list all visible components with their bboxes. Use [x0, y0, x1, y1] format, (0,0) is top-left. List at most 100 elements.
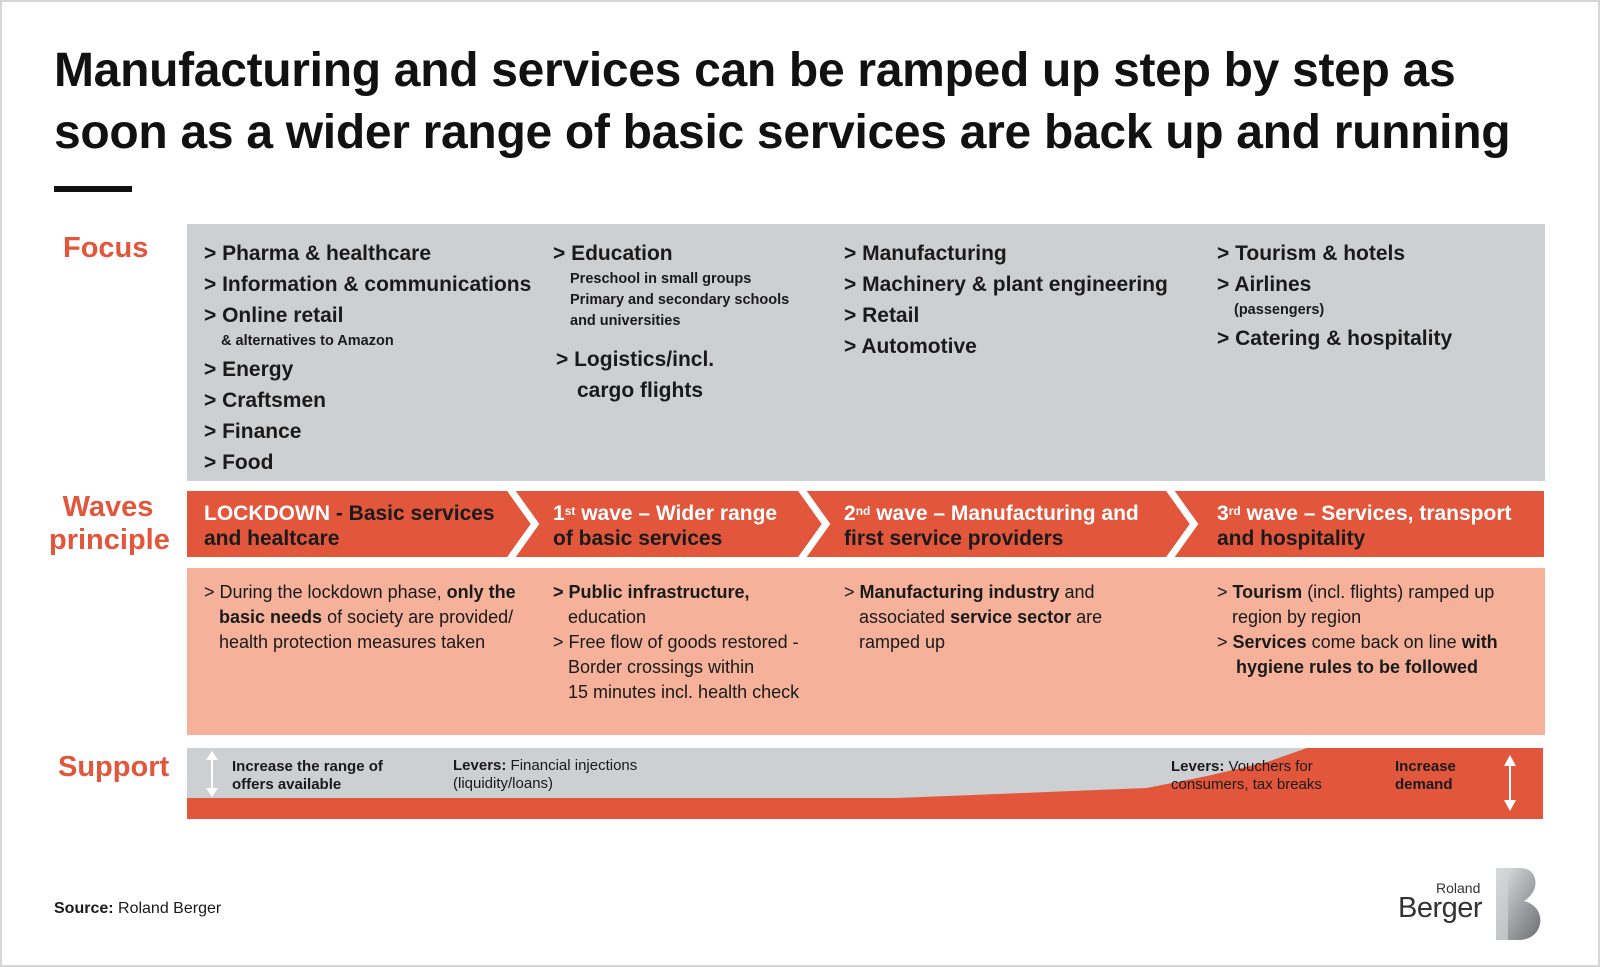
focus-item: > Online retail: [204, 304, 344, 327]
wave-3-num: 3: [1217, 502, 1229, 525]
desc-emphasis: service sector: [950, 607, 1072, 627]
desc-text: >: [1217, 632, 1233, 652]
focus-item: > Energy: [204, 358, 294, 381]
levers-financial: Levers: Financial injections (liquidity/…: [453, 757, 637, 793]
focus-item: > Airlines: [1217, 273, 1312, 296]
source-text: Roland Berger: [113, 900, 222, 917]
increase-range-text: Increase the range of offers available: [232, 758, 383, 794]
levers-text: (liquidity/loans): [453, 775, 554, 792]
wave-chevron-separators: [507, 491, 1199, 557]
focus-item: > Food: [204, 451, 274, 474]
focus-item-sub: (passengers): [1234, 302, 1325, 318]
focus-item-sub: Preschool in small groups: [570, 271, 752, 287]
wave-lockdown-head: LOCKDOWN: [204, 502, 330, 525]
increase-range-line1: Increase the range of: [232, 758, 383, 775]
wave-lockdown-line2: and healtcare: [204, 527, 340, 550]
levers-demand: Levers: Vouchers for consumers, tax brea…: [1171, 758, 1322, 794]
description-wave-3: > Tourism (incl. flights) ramped up regi…: [1217, 580, 1498, 680]
desc-text: > Free flow of goods restored -: [553, 632, 799, 652]
desc-text: > During the lockdown phase,: [204, 582, 447, 602]
logo-text-berger: Berger: [1398, 892, 1483, 924]
wave-3: 3rd wave – Services, transport and hospi…: [1217, 501, 1512, 551]
wave-2-line1: wave – Manufacturing and: [870, 502, 1139, 525]
source-note: Source: Roland Berger: [54, 900, 221, 918]
demand-double-arrow-icon: [1504, 755, 1516, 811]
increase-demand-line1: Increase: [1395, 758, 1456, 775]
focus-column-1: > Pharma & healthcare > Information & co…: [204, 238, 531, 478]
wave-1-num: 1: [553, 502, 565, 525]
support-label: Support: [58, 751, 170, 783]
focus-column-2: > Education Preschool in small groups Pr…: [553, 238, 789, 406]
desc-text: associated: [859, 607, 951, 627]
description-lockdown: > During the lockdown phase, only the ba…: [204, 580, 516, 655]
focus-column-3: > Manufacturing > Machinery & plant engi…: [844, 238, 1168, 362]
desc-text: health protection measures taken: [219, 632, 486, 652]
wave-1-line2: of basic services: [553, 527, 723, 550]
wave-lockdown-sep: -: [329, 502, 349, 525]
focus-item: > Education: [553, 242, 673, 265]
title-underline: [54, 186, 132, 192]
desc-text: >: [1217, 582, 1233, 602]
desc-text: come back on line: [1306, 632, 1462, 652]
waves-label: Waves: [62, 491, 154, 524]
waves-label-line1: Waves: [62, 491, 154, 523]
desc-emphasis: basic needs: [219, 607, 323, 627]
wave-1: 1st wave – Wider range of basic services: [553, 501, 777, 551]
focus-label: Focus: [63, 232, 149, 264]
wave-3-sup: rd: [1228, 504, 1241, 518]
focus-item: > Tourism & hotels: [1217, 242, 1406, 265]
focus-item: > Information & communications: [204, 273, 532, 296]
focus-item: > Machinery & plant engineering: [844, 273, 1168, 296]
focus-item-sub: and universities: [570, 313, 681, 329]
desc-text: and: [1059, 582, 1095, 602]
desc-emphasis: Manufacturing industry: [859, 582, 1060, 602]
desc-text: >: [844, 582, 860, 602]
slide-title: Manufacturing and services can be ramped…: [54, 44, 1511, 159]
desc-text: (incl. flights) ramped up: [1302, 582, 1495, 602]
levers-text: consumers, tax breaks: [1171, 776, 1322, 793]
focus-item-sub: & alternatives to Amazon: [221, 333, 394, 349]
focus-column-4: > Tourism & hotels > Airlines (passenger…: [1217, 238, 1452, 354]
desc-emphasis: Services: [1232, 632, 1307, 652]
levers-text: Vouchers for: [1224, 758, 1313, 775]
desc-emphasis: Tourism: [1232, 582, 1303, 602]
description-wave-1: > Public infrastructure, education > Fre…: [553, 580, 799, 705]
desc-text: of society are provided/: [322, 607, 514, 627]
wave-1-sup: st: [564, 504, 576, 518]
wave-2-num: 2: [844, 502, 856, 525]
levers-text: Financial injections: [506, 757, 638, 774]
focus-item: > Craftsmen: [204, 389, 326, 412]
desc-emphasis: hygiene rules to be followed: [1236, 657, 1479, 677]
desc-text: are: [1071, 607, 1103, 627]
increase-demand-line2: demand: [1395, 776, 1453, 793]
desc-text: education: [568, 607, 647, 627]
wave-2-sup: nd: [855, 504, 871, 518]
wave-lockdown: LOCKDOWN - Basic services and healtcare: [204, 501, 495, 551]
source-label: Source:: [54, 900, 114, 917]
increase-demand-text: Increase demand: [1395, 758, 1456, 794]
focus-item: > Catering & hospitality: [1217, 327, 1453, 350]
desc-emphasis: > Public infrastructure,: [553, 582, 750, 602]
wave-3-line1: wave – Services, transport: [1240, 502, 1512, 525]
desc-emphasis: with: [1461, 632, 1498, 652]
focus-item: > Logistics/incl.: [556, 348, 715, 371]
focus-panel: > Pharma & healthcare > Information & co…: [187, 224, 1545, 481]
focus-item: > Finance: [204, 420, 302, 443]
wave-1-line1: wave – Wider range: [575, 502, 778, 525]
wave-2-line2: first service providers: [844, 527, 1064, 550]
increase-range-line2: offers available: [232, 776, 342, 793]
desc-emphasis: only the: [446, 582, 516, 602]
description-wave-2: > Manufacturing industry and associated …: [844, 580, 1102, 655]
logo-text-roland: Roland: [1436, 880, 1481, 896]
focus-item: > Retail: [844, 304, 920, 327]
desc-text: 15 minutes incl. health check: [568, 682, 800, 702]
desc-text: Border crossings within: [568, 657, 755, 677]
focus-item-sub: Primary and secondary schools: [570, 292, 790, 308]
focus-item: > Pharma & healthcare: [204, 242, 432, 265]
waves-label-line2: principle: [49, 524, 170, 556]
levers-label: Levers:: [453, 757, 507, 774]
wave-3-line2: and hospitality: [1217, 527, 1366, 550]
desc-text: ramped up: [859, 632, 946, 652]
desc-text: region by region: [1232, 607, 1362, 627]
